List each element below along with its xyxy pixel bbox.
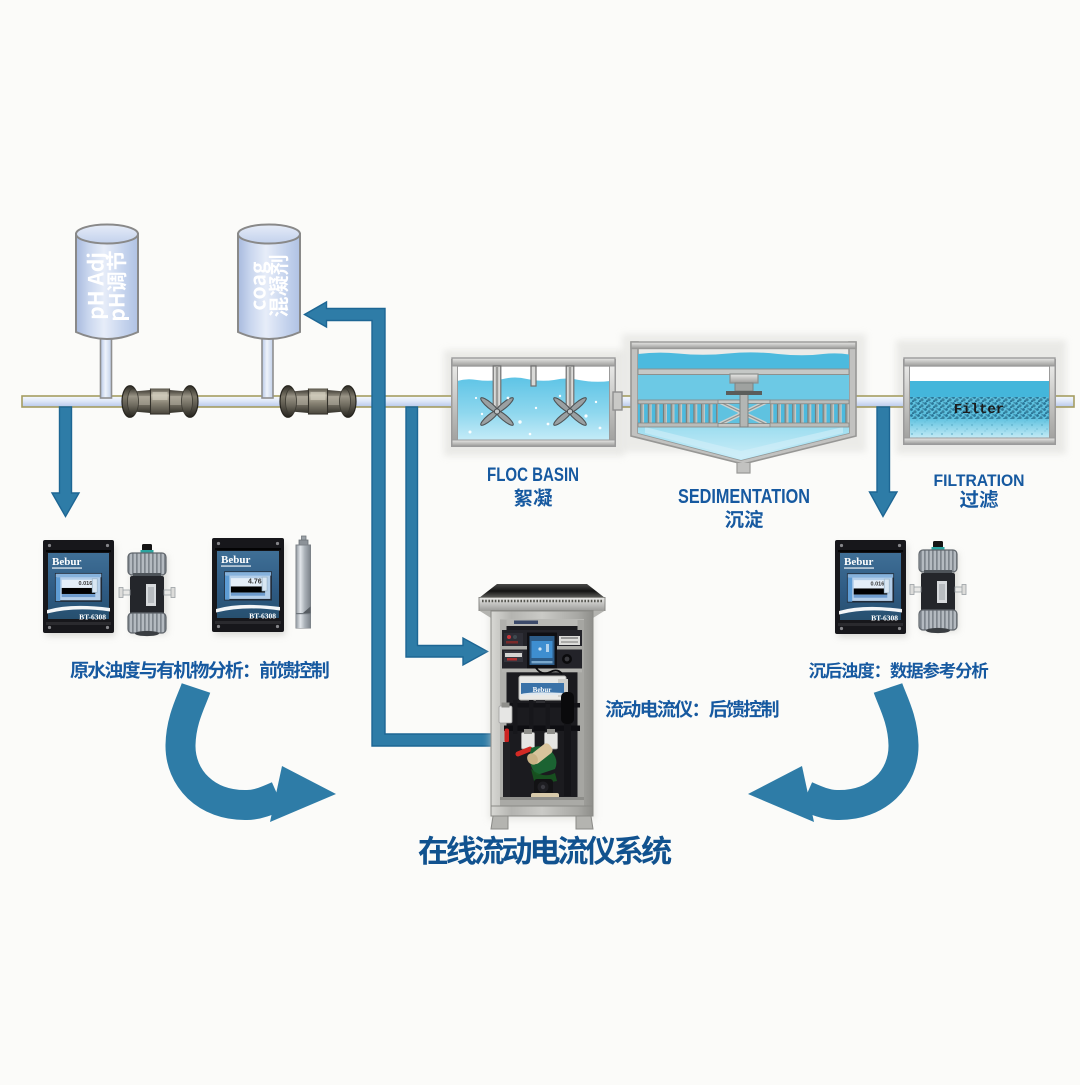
svg-text:BT-6308: BT-6308	[249, 612, 276, 621]
svg-text:FILTRATION: FILTRATION	[934, 472, 1025, 490]
svg-text:BT-6308: BT-6308	[871, 614, 898, 623]
svg-text:Bebur: Bebur	[533, 686, 552, 694]
svg-text:BT-6308: BT-6308	[79, 613, 106, 622]
svg-text:Bebur: Bebur	[221, 554, 250, 566]
svg-text:Filter: Filter	[954, 402, 1004, 418]
svg-text:4.76: 4.76	[248, 579, 262, 586]
svg-text:SEDIMENTATION: SEDIMENTATION	[678, 486, 810, 508]
svg-text:Bebur: Bebur	[844, 556, 873, 568]
svg-text:Bebur: Bebur	[52, 556, 81, 568]
svg-text:0.016: 0.016	[79, 581, 93, 587]
svg-text:FLOC BASIN: FLOC BASIN	[487, 465, 579, 486]
svg-text:0.016: 0.016	[871, 582, 885, 588]
